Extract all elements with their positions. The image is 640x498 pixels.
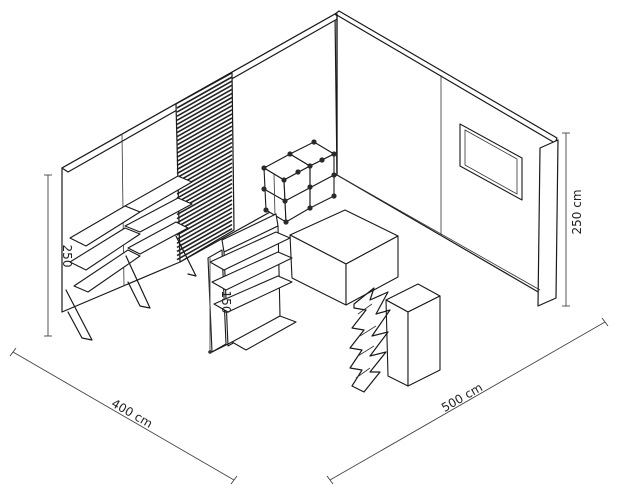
slat-line bbox=[176, 182, 233, 216]
depth-dimension: 500 cm bbox=[326, 317, 609, 485]
width-label: 400 cm bbox=[109, 396, 155, 431]
slat-line bbox=[176, 219, 233, 253]
cube-shelf bbox=[261, 139, 337, 225]
slat-line bbox=[176, 203, 233, 236]
slat-line bbox=[176, 109, 233, 142]
cube-connector bbox=[311, 139, 317, 145]
slat-line bbox=[176, 80, 233, 113]
cube-connector bbox=[281, 177, 287, 183]
right-wall-end-panel bbox=[537, 139, 559, 307]
floor-line-right bbox=[336, 174, 541, 291]
cube-connector bbox=[287, 151, 293, 157]
slat-line bbox=[176, 88, 233, 121]
slat-line bbox=[176, 207, 233, 240]
zigzag-brochure-stand bbox=[349, 287, 391, 393]
cube-connector bbox=[331, 151, 337, 157]
slat-line bbox=[176, 117, 233, 150]
slat-line bbox=[176, 125, 233, 158]
right-wall-top-cap bbox=[334, 10, 558, 144]
shelf-height-label: 150 bbox=[219, 291, 233, 314]
slat-line bbox=[176, 146, 233, 179]
cube-connector bbox=[307, 184, 313, 190]
slat-line bbox=[176, 195, 233, 228]
cube-connector bbox=[261, 165, 267, 171]
slat-line bbox=[176, 96, 233, 130]
height-dimension-left: 250 bbox=[44, 174, 74, 337]
slat-line bbox=[176, 105, 233, 138]
slat-line bbox=[176, 92, 233, 126]
height-left-label: 250 bbox=[60, 245, 74, 268]
cube-connector bbox=[319, 157, 325, 163]
cube-connector bbox=[307, 163, 313, 169]
slat-line bbox=[176, 211, 233, 244]
slat-line bbox=[176, 162, 233, 195]
slat-line bbox=[176, 121, 233, 154]
slat-line bbox=[176, 215, 233, 249]
cube-connector bbox=[331, 193, 337, 199]
slat-line bbox=[176, 133, 233, 167]
slat-line bbox=[176, 113, 233, 146]
slatwall-slats bbox=[176, 76, 233, 261]
slat-line bbox=[176, 137, 233, 171]
slat-line bbox=[176, 191, 233, 224]
slat-line bbox=[176, 84, 233, 117]
slat-line bbox=[176, 129, 233, 162]
cube-connector bbox=[307, 205, 313, 211]
height-right-label: 250 cm bbox=[570, 189, 584, 234]
slat-line bbox=[176, 187, 233, 220]
shelf-height-dimension: 150 bbox=[208, 258, 233, 354]
freestanding-shelf-unit bbox=[207, 213, 297, 353]
width-dimension: 400 cm bbox=[9, 347, 238, 485]
cube-connector bbox=[261, 186, 267, 192]
slat-line bbox=[176, 150, 233, 183]
slat-line bbox=[176, 100, 233, 134]
slat-line bbox=[176, 141, 233, 175]
slat-line bbox=[176, 76, 233, 109]
slat-line bbox=[176, 228, 233, 261]
counter-table bbox=[289, 209, 399, 306]
cube-connector bbox=[283, 219, 289, 225]
cube-divider bbox=[273, 173, 276, 217]
depth-label: 500 cm bbox=[439, 380, 485, 415]
cube-connector bbox=[295, 169, 301, 175]
slat-line bbox=[176, 223, 233, 257]
display-pedestal bbox=[385, 283, 441, 387]
slat-line bbox=[176, 199, 233, 232]
left-wall-shelves bbox=[65, 175, 197, 341]
cube-connector bbox=[282, 198, 288, 204]
cube-connector bbox=[263, 207, 269, 213]
cube-connector bbox=[331, 172, 337, 178]
tv-screen bbox=[459, 123, 523, 201]
height-dimension-right: 250 cm bbox=[562, 132, 584, 307]
slat-line bbox=[176, 170, 233, 203]
slat-line bbox=[176, 166, 233, 199]
